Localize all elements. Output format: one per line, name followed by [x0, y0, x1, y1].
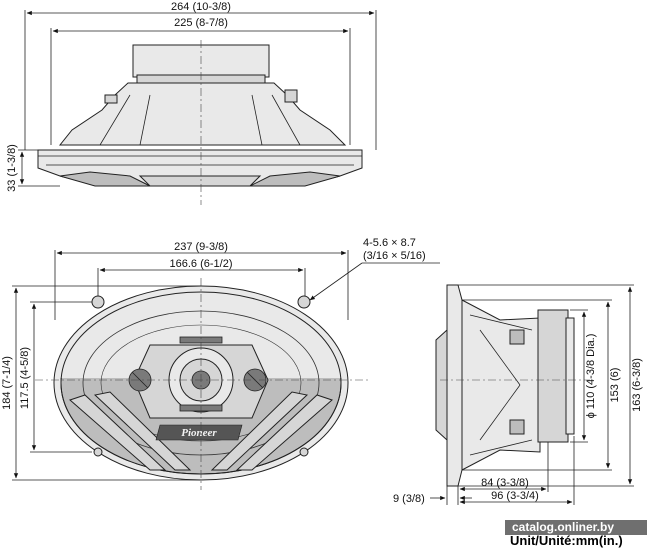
dim-text-96: 96 (3-3/4) [491, 490, 539, 502]
side-view: ϕ 110 (4-3/8 Dia.) 153 (6) 163 (6-3/8) 8… [393, 284, 643, 505]
brand-logo-text: Pioneer [181, 427, 217, 439]
side-basket [461, 299, 541, 471]
watermark-background [505, 520, 647, 535]
side-magnet [537, 309, 569, 443]
mount-hole-bl [93, 447, 103, 457]
grille-shade [249, 171, 341, 187]
mount-hole-tr [297, 295, 311, 309]
basket-ribs [99, 94, 301, 146]
dim-text-163: 163 (6-3/8) [631, 358, 643, 412]
brand-badge [155, 424, 243, 441]
grille-shade [59, 171, 151, 187]
dim-text-117: 117.5 (4-5/8) [19, 347, 31, 409]
side-grille-bump [435, 328, 448, 442]
top-view: 264 (10-3/8) 225 (8-7/8) 33 (1-3/8) [6, 1, 377, 205]
dim-text-33: 33 (1-3/8) [6, 144, 18, 192]
dim-text-237: 237 (9-3/8) [174, 241, 228, 253]
dim-text-110: ϕ 110 (4-3/8 Dia.) [585, 334, 597, 419]
terminal [104, 94, 118, 104]
dim-text-166: 166.6 (6-1/2) [170, 258, 233, 270]
tweeter-cross [131, 371, 149, 389]
watermark-text: catalog.onliner.by [512, 520, 614, 534]
grille-center [138, 175, 262, 187]
grille-bar [93, 391, 192, 471]
unit-label: Unit/Unité:mm(in.) [510, 533, 623, 548]
dim-text-225: 225 (8-7/8) [174, 17, 228, 29]
dim-text-184: 184 (7-1/4) [1, 356, 13, 410]
mount-hole-tl [91, 295, 105, 309]
grille-bar [235, 394, 333, 471]
side-basket-ribs [469, 314, 533, 456]
terminal [284, 89, 298, 103]
mount-hole-text-1: 4-5.6 × 8.7 [363, 237, 416, 249]
basket [58, 82, 347, 146]
dim-text-153: 153 (6) [609, 368, 621, 403]
side-terminal [509, 419, 525, 435]
mount-hole-text-2: (3/16 × 5/16) [363, 250, 426, 262]
dim-text-84: 84 (3-3/8) [481, 477, 529, 489]
grille-bar [210, 391, 309, 471]
side-magnet-back [565, 317, 575, 435]
grille-bar [69, 394, 167, 471]
front-view: 237 (9-3/8) 166.6 (6-1/2) 4-5.6 × 8.7 (3… [1, 237, 440, 490]
side-flange [446, 284, 463, 487]
leader-line [309, 262, 363, 301]
mount-hole-br [299, 447, 309, 457]
dim-text-264: 264 (10-3/8) [171, 1, 231, 13]
dim-text-9: 9 (3/8) [393, 493, 425, 505]
side-terminal [509, 329, 525, 345]
